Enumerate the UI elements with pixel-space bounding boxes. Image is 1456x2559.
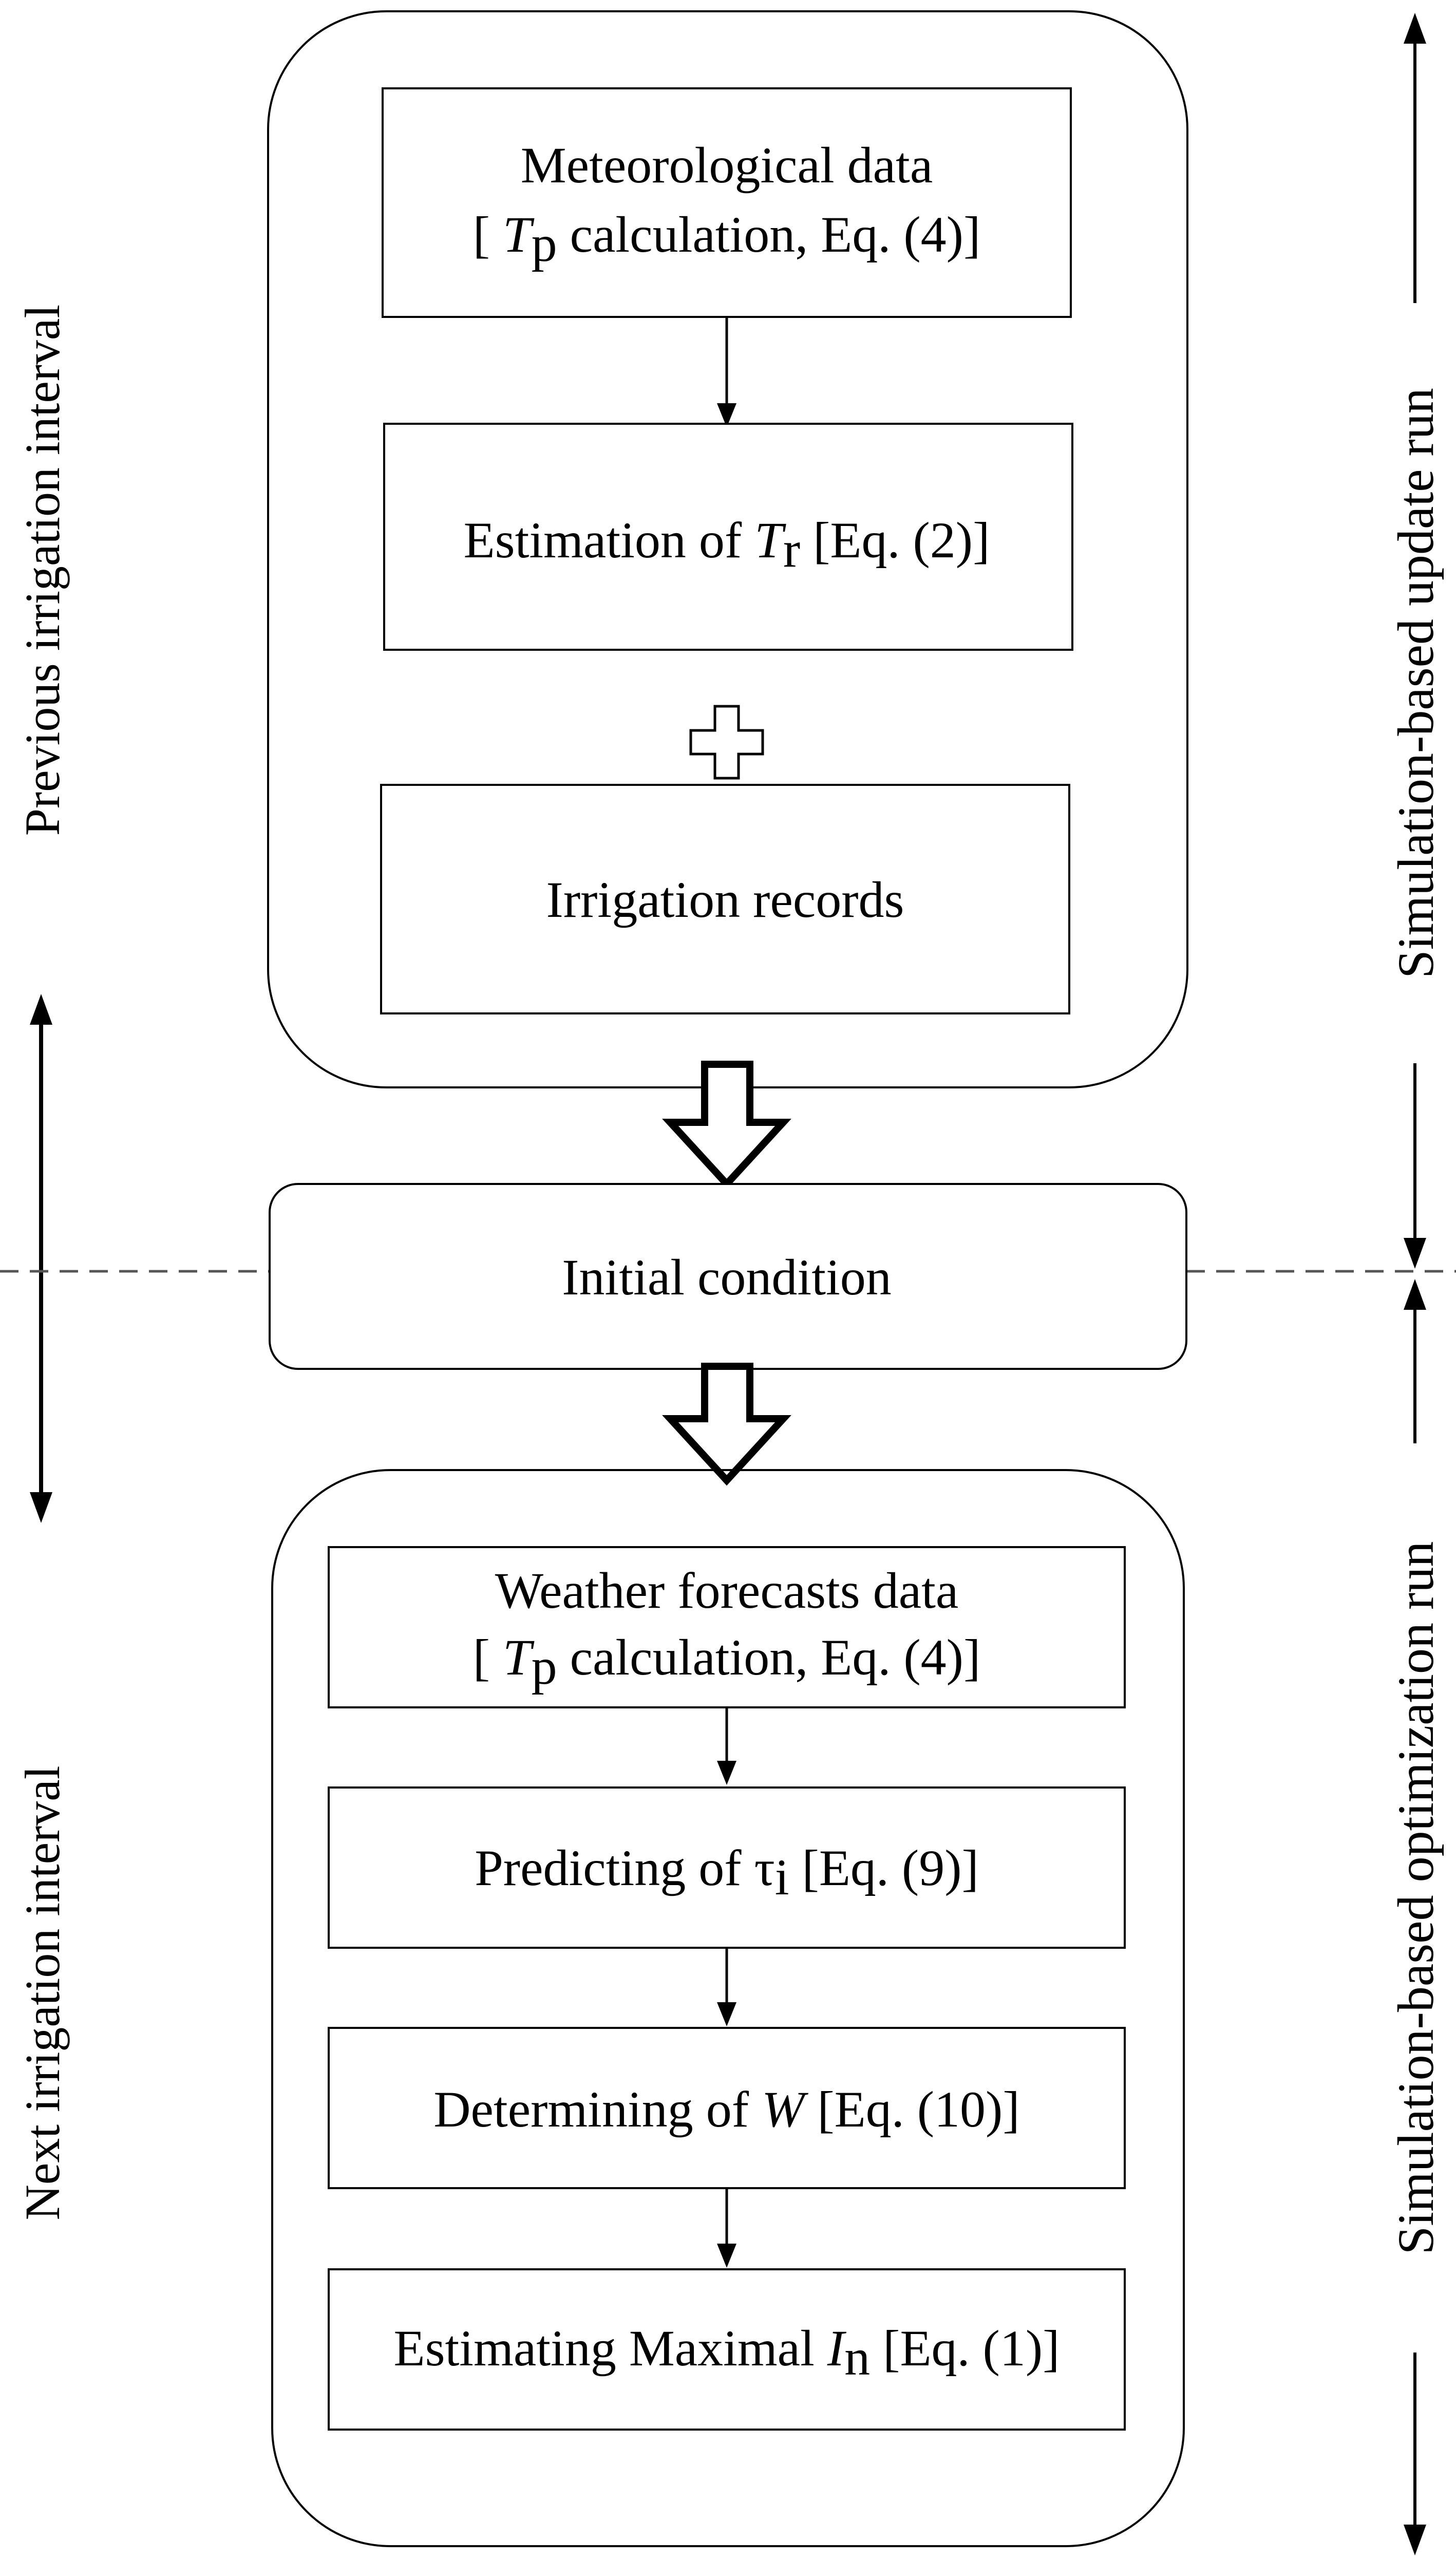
estimation-tr-box	[383, 423, 1073, 651]
predicting-tau-label: Predicting of τi [Eq. (9)]	[475, 1839, 979, 1906]
initial-condition-label: Initial condition	[562, 1249, 892, 1306]
tp-variable: T	[503, 1629, 535, 1686]
tp-variable: T	[503, 206, 535, 263]
left-double-arrow	[30, 994, 52, 1523]
optimization-run-label: Simulation-based optimization run	[1387, 1541, 1444, 2255]
in-subscript: n	[844, 2329, 870, 2386]
estimating-prefix: Estimating Maximal	[394, 2320, 827, 2377]
in-variable: I	[827, 2320, 847, 2377]
tp-rest: calculation, Eq. (4)]	[557, 1629, 981, 1686]
irrigation-records-box	[380, 784, 1070, 1014]
next-interval-label: Next irrigation interval	[15, 1765, 70, 2220]
estimation-suffix: [Eq. (2)]	[800, 512, 990, 569]
predicting-tau-box	[328, 1786, 1126, 1949]
determining-prefix: Determining of	[433, 2081, 762, 2138]
estimating-in-box	[328, 2268, 1126, 2431]
determining-w-box	[328, 2027, 1126, 2189]
plus-icon	[689, 705, 764, 780]
big-down-arrow-2	[662, 1363, 791, 1486]
w-variable: W	[762, 2081, 808, 2138]
previous-interval-label: Previous irrigation interval	[15, 305, 70, 836]
tp-subscript: p	[532, 1638, 557, 1695]
tp-subscript: p	[532, 215, 557, 272]
irrigation-records-label: Irrigation records	[546, 871, 904, 928]
meteorological-data-title: Meteorological data	[521, 137, 933, 194]
estimating-in-label: Estimating Maximal In [Eq. (1)]	[394, 2320, 1060, 2386]
update-run-label: Simulation-based update run	[1387, 388, 1444, 979]
meteorological-data-box	[382, 87, 1072, 318]
right-top-arrow	[1404, 13, 1426, 1269]
predicting-suffix: [Eq. (9)]	[789, 1839, 979, 1896]
estimation-tr-label: Estimation of Tr [Eq. (2)]	[464, 512, 990, 578]
determining-suffix: [Eq. (10)]	[804, 2081, 1019, 2138]
big-down-arrow-1	[662, 1061, 791, 1190]
estimation-prefix: Estimation of	[464, 512, 755, 569]
meteorological-tp-line: [ Tp calculation, Eq. (4)]	[473, 206, 981, 272]
determining-w-label: Determining of W [Eq. (10)]	[433, 2081, 1019, 2138]
bracket-open: [	[473, 206, 503, 263]
tp-rest: calculation, Eq. (4)]	[557, 206, 981, 263]
bracket-open: [	[473, 1629, 503, 1686]
predicting-prefix: Predicting of τ	[475, 1839, 775, 1896]
tr-variable: T	[754, 512, 786, 569]
weather-tp-line: [ Tp calculation, Eq. (4)]	[473, 1629, 981, 1695]
weather-forecasts-title: Weather forecasts data	[495, 1562, 959, 1619]
tr-subscript: r	[783, 521, 800, 578]
estimating-suffix: [Eq. (1)]	[870, 2320, 1060, 2377]
right-bottom-arrow	[1404, 1279, 1426, 2555]
optimization-run-container	[271, 1469, 1185, 2547]
tau-subscript: i	[775, 1849, 789, 1906]
